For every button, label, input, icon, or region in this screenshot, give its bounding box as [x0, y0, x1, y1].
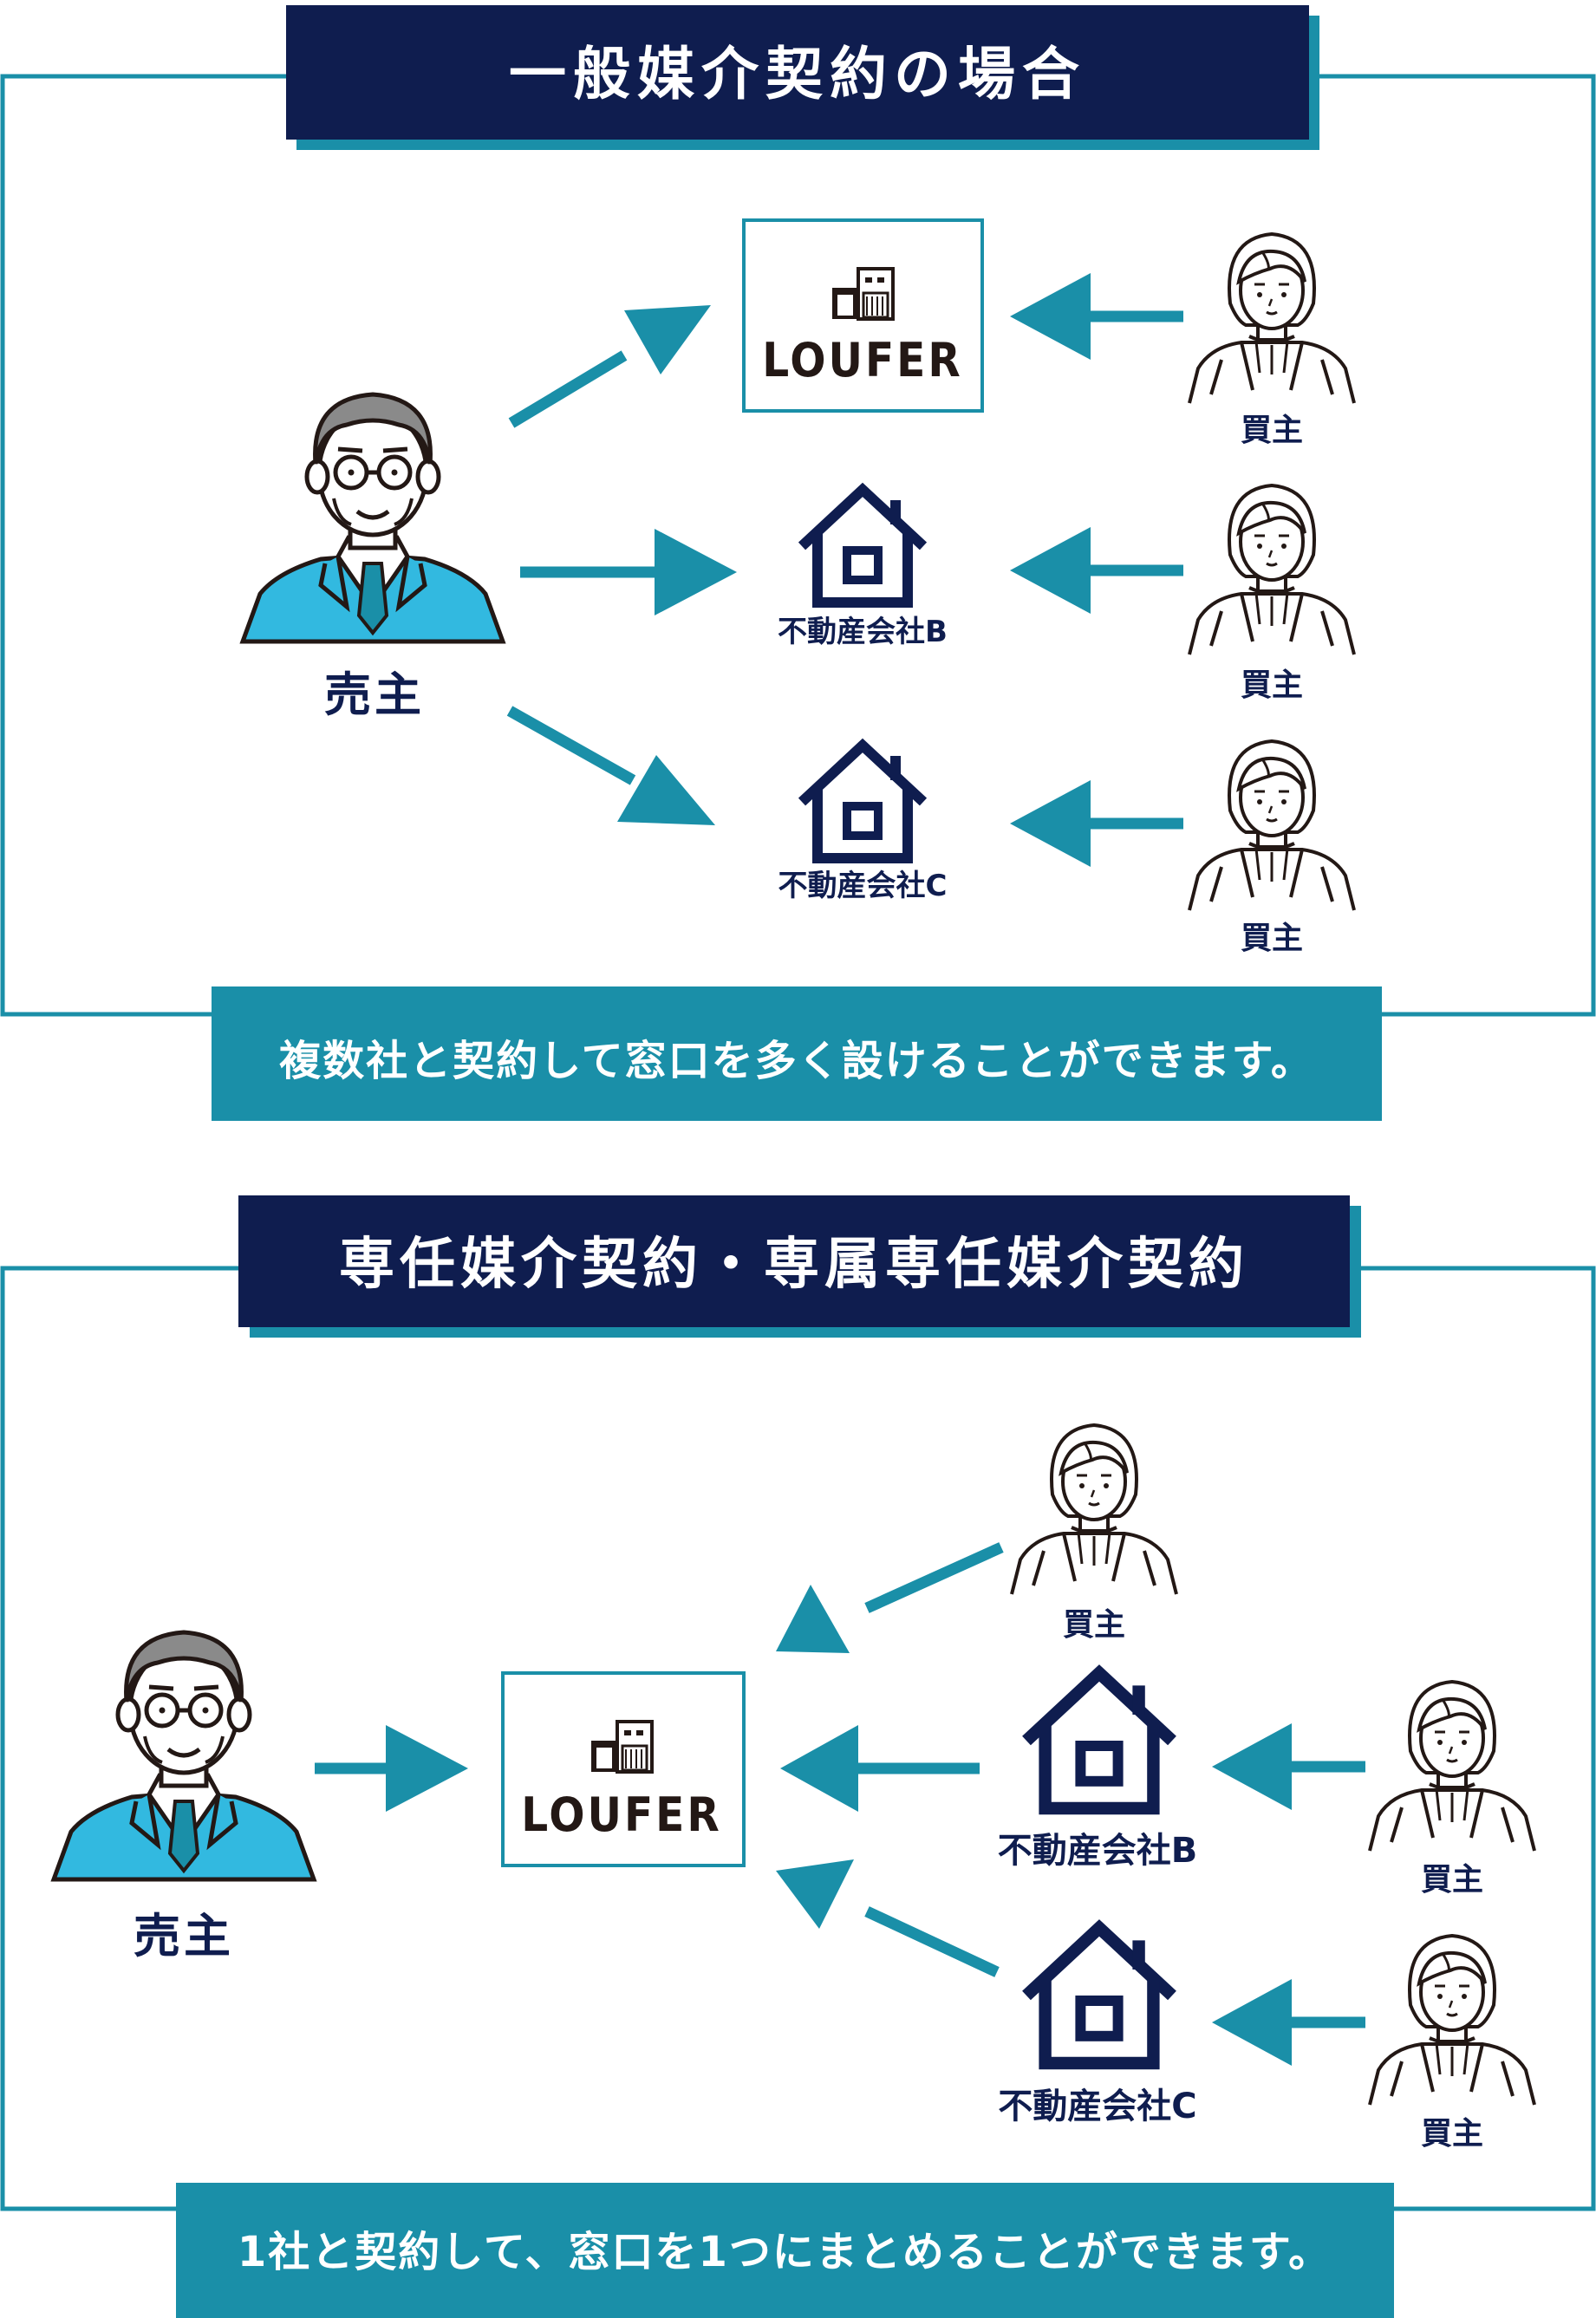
buyer-1-2: 買主 — [1188, 484, 1356, 703]
woman-icon — [1368, 1934, 1536, 2106]
arrow-buyer-to-b-1 — [1010, 527, 1183, 614]
loufer-logo-text-2: LOUFER — [521, 1787, 722, 1842]
buyer-2-1-label: 買主 — [1063, 1607, 1125, 1643]
house-icon — [1026, 1928, 1172, 2063]
section2-frame — [0, 1266, 1596, 2211]
section2-banner: 1社と契約して、窓口を1つにまとめることができます。 — [176, 2183, 1394, 2318]
company-b-1-label: 不動産会社B — [778, 615, 948, 649]
section2-title: 専任媒介契約・専属専任媒介契約 — [339, 1233, 1249, 1297]
arrow-buyer-to-c-1 — [1010, 780, 1183, 867]
section2-title-box: 専任媒介契約・専属専任媒介契約 — [238, 1195, 1361, 1338]
buyer-2-3-label: 買主 — [1421, 2116, 1483, 2152]
arrow-buyer-to-loufer-1 — [1010, 273, 1183, 360]
woman-icon — [1188, 739, 1356, 912]
section1-banner: 複数社と契約して窓口を多く設けることができます。 — [212, 986, 1382, 1121]
arrow-seller-to-loufer-1 — [508, 305, 711, 428]
buyer-1-1-label: 買主 — [1241, 413, 1303, 448]
seller-1: 売主 — [243, 394, 503, 722]
arrow-buyer-to-b-2 — [1212, 1723, 1365, 1810]
seller-2: 売主 — [54, 1632, 314, 1963]
buyer-2-2-label: 買主 — [1421, 1862, 1483, 1898]
section-exclusive-contract: 専任媒介契約・専属専任媒介契約 売主 LOUFER 買主 不動産会社B 不動産会… — [0, 1195, 1596, 2318]
buyer-1-3: 買主 — [1188, 739, 1356, 956]
company-c-1: 不動産会社C — [778, 746, 948, 903]
woman-icon — [1188, 484, 1356, 656]
company-c-1-label: 不動産会社C — [778, 869, 948, 903]
buyer-2-1: 買主 — [1010, 1423, 1178, 1643]
arrow-c-to-loufer-2 — [776, 1859, 1000, 1977]
buyer-1-1: 買主 — [1188, 232, 1356, 448]
loufer-logo-1: LOUFER — [742, 218, 984, 413]
section1-title: 一般媒介契約の場合 — [509, 41, 1086, 107]
arrow-seller-to-loufer-2 — [315, 1725, 468, 1812]
company-c-2-label: 不動産会社C — [998, 2087, 1196, 2126]
arrow-seller-to-c-1 — [506, 706, 715, 825]
section1-title-box: 一般媒介契約の場合 — [286, 5, 1319, 150]
buyer-2-2: 買主 — [1368, 1680, 1536, 1898]
section-general-contract: 一般媒介契約の場合 売主 LOUFER 不動産会社B 不動産会社C 買主 — [0, 5, 1596, 1121]
seller-1-label: 売主 — [324, 667, 425, 722]
section2-banner-text: 1社と契約して、窓口を1つにまとめることができます。 — [238, 2228, 1332, 2276]
loufer-logo-2: LOUFER — [501, 1671, 746, 1867]
buyer-1-3-label: 買主 — [1241, 921, 1303, 956]
seller-2-label: 売主 — [134, 1909, 234, 1963]
buyer-2-3: 買主 — [1368, 1934, 1536, 2152]
buyer-1-2-label: 買主 — [1241, 667, 1303, 703]
section1-banner-text: 複数社と契約して窓口を多く設けることができます。 — [279, 1037, 1314, 1085]
arrow-buyer-to-loufer-2 — [776, 1542, 1004, 1653]
woman-icon — [1010, 1423, 1178, 1596]
woman-icon — [1188, 232, 1356, 405]
businessman-icon — [54, 1632, 314, 1879]
loufer-logo-text-1: LOUFER — [762, 333, 963, 387]
arrow-b-to-loufer-2 — [780, 1725, 980, 1812]
company-b-2: 不動産会社B — [998, 1673, 1198, 1871]
arrow-seller-to-b-1 — [520, 529, 737, 615]
house-icon — [802, 746, 923, 858]
businessman-icon — [243, 394, 503, 641]
arrow-buyer-to-c-2 — [1212, 1979, 1365, 2066]
company-b-2-label: 不動産会社B — [998, 1831, 1198, 1871]
house-icon — [802, 490, 923, 602]
house-icon — [1026, 1673, 1172, 1808]
woman-icon — [1368, 1680, 1536, 1852]
company-c-2: 不動産会社C — [998, 1928, 1197, 2126]
company-b-1: 不動産会社B — [778, 490, 948, 649]
